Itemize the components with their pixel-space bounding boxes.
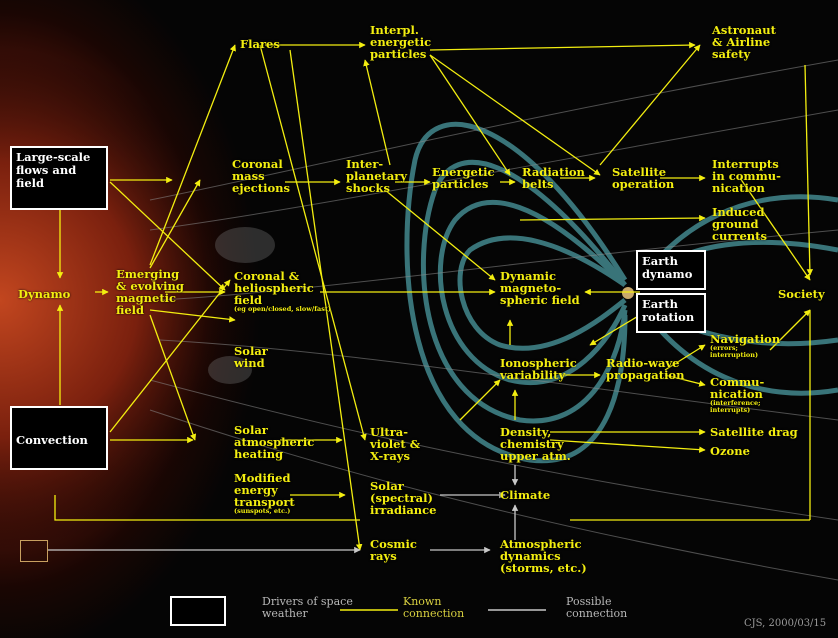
legend-driver-swatch (170, 596, 226, 626)
node-flares: Flares (240, 37, 280, 51)
legend-drivers-text: Drivers of space weather (262, 595, 353, 620)
coronal-heliospheric-label: Coronal & heliospheric field (234, 269, 314, 307)
node-energetic-particles: Energetic particles (432, 165, 495, 191)
node-astronaut-airline-safety: Astronaut & Airline safety (712, 23, 776, 61)
navigation-label: Navigation (710, 332, 781, 346)
node-solar-irradiance: Solar (spectral) irradiance (370, 479, 437, 517)
node-density-chemistry: Density, chemistry upper atm. (500, 425, 571, 463)
legend-known-text: Known connection (403, 595, 465, 620)
node-solar-wind: Solar wind (234, 344, 268, 370)
driver-earth-rotation: Earth rotation (636, 293, 706, 333)
node-solar-atmospheric-heating: Solar atmospheric heating (234, 423, 315, 461)
coronal-heliospheric-note: (eg open/closed, slow/fast) (234, 305, 331, 313)
node-induced-ground-currents: Induced ground currents (712, 205, 767, 243)
node-communication: Commu- nication(interference; interrupts… (710, 376, 764, 414)
node-dynamic-magnetospheric-field: Dynamic magneto- spheric field (500, 269, 580, 307)
node-coronal-heliospheric-field: Coronal & heliospheric field(eg open/clo… (234, 270, 331, 313)
node-coronal-mass-ejections: Coronal mass ejections (232, 157, 290, 195)
modified-energy-note: (sunspots, etc.) (234, 507, 291, 515)
node-interrupts-communication: Interrupts in commu- nication (712, 157, 781, 195)
node-dynamo: Dynamo (18, 287, 71, 301)
node-ozone: Ozone (710, 444, 750, 458)
node-satellite-operation: Satellite operation (612, 165, 675, 191)
node-satellite-drag: Satellite drag (710, 425, 798, 439)
legend-possible-text: Possible connection (566, 595, 628, 620)
modified-energy-label: Modified energy transport (234, 471, 295, 509)
node-radiation-belts: Radiation belts (522, 165, 585, 191)
node-modified-energy-transport: Modified energy transport(sunspots, etc.… (234, 472, 295, 515)
earth-icon (622, 287, 634, 299)
node-cosmic-rays: Cosmic rays (370, 537, 417, 563)
driver-square-small (20, 540, 48, 562)
communication-note: (interference; interrupts) (710, 399, 761, 414)
node-navigation: Navigation(errors; interruption) (710, 333, 780, 359)
driver-earth-dynamo: Earth dynamo (636, 250, 706, 290)
node-interplanetary-shocks: Inter- planetary shocks (346, 157, 408, 195)
node-atmospheric-dynamics: Atmospheric dynamics (storms, etc.) (500, 537, 587, 575)
legend-possible-line (488, 609, 546, 611)
driver-convection: Convection (10, 406, 108, 470)
node-radio-wave-propagation: Radio-wave propagation (606, 356, 685, 382)
navigation-note: (errors; interruption) (710, 344, 759, 359)
node-ionospheric-variability: Ionospheric variability (500, 356, 577, 382)
cme-cloud (215, 227, 275, 263)
driver-large-scale-flows: Large-scale flows and field (10, 146, 108, 210)
credit-text: CJS, 2000/03/15 (744, 618, 827, 629)
node-interplanetary-energetic-particles: Interpl. energetic particles (370, 23, 432, 61)
node-climate: Climate (500, 488, 551, 502)
node-ultraviolet-xrays: Ultra- violet & X-rays (370, 425, 421, 463)
node-emerging-magnetic-field: Emerging & evolving magnetic field (116, 267, 184, 317)
legend-known-line (340, 609, 398, 611)
node-society: Society (778, 287, 825, 301)
communication-label: Commu- nication (710, 375, 765, 401)
